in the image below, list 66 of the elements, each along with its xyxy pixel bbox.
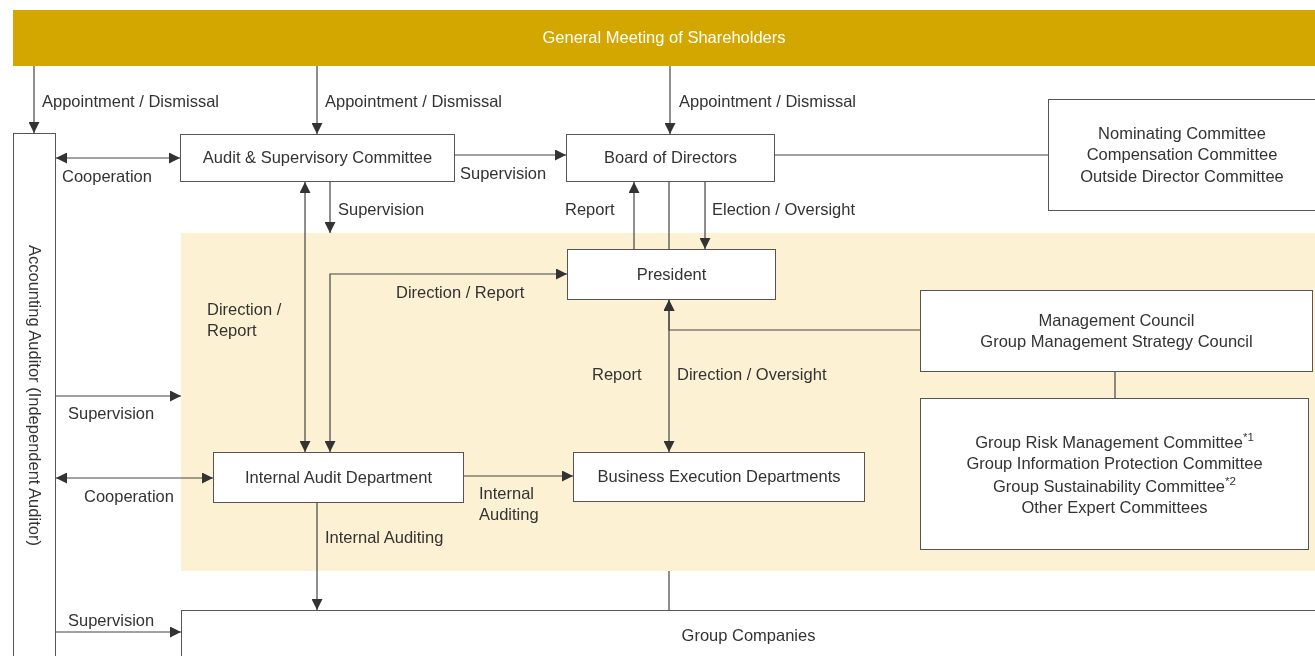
arrow [311, 65, 323, 135]
edge-label: Direction / Report [396, 282, 525, 303]
arrow [628, 181, 640, 250]
arrow [463, 470, 574, 482]
arrow [699, 181, 711, 250]
edge-label: Supervision [460, 163, 547, 184]
process-box [180, 134, 455, 182]
arrow [55, 390, 182, 402]
edge-label: Report [565, 199, 615, 220]
node-text: Internal Audit Department [244, 466, 433, 488]
edge-label: Supervision [68, 403, 155, 424]
edge-label: Direction / Oversight [677, 364, 827, 385]
process-box [920, 398, 1309, 550]
node-text: General Meeting of Shareholders [542, 27, 786, 49]
edge-label: Appointment / Dismissal [325, 91, 502, 112]
edge-label: Appointment / Dismissal [42, 91, 219, 112]
node-text: Group Sustainability Committee$^{*2}$ [993, 474, 1236, 497]
node-text: Group Risk Management Committee$^{*1}$ [975, 429, 1254, 453]
edge-label: Appointment / Dismissal [679, 91, 856, 112]
arrow [311, 502, 323, 611]
arrow [324, 181, 336, 234]
arrow [324, 268, 568, 453]
node-text: Group Information Protection Committee [966, 452, 1263, 474]
node-text: Business Execution Departments [597, 466, 841, 488]
arrow [55, 472, 214, 484]
arrow [28, 65, 40, 134]
process-box [213, 452, 464, 503]
arrow [55, 626, 182, 638]
process-box [13, 133, 56, 656]
node-text: Accounting Auditor (Independent Auditor) [25, 244, 46, 546]
node-text: Outside Director Committee [1080, 165, 1284, 187]
connector-line [668, 570, 670, 611]
edge-label: Direction / Report [207, 299, 283, 342]
process-box [920, 290, 1313, 372]
process-box [573, 452, 865, 502]
edge-label: Supervision [338, 199, 425, 220]
execution-area [181, 233, 1315, 571]
node-text: Other Expert Committees [1021, 496, 1208, 518]
edge-label: Internal Auditing [325, 527, 444, 548]
flow-label: Report [592, 364, 642, 385]
edge-label: Election / Oversight [712, 199, 856, 220]
process-box [181, 610, 1315, 656]
node-text: Group Management Strategy Council [980, 331, 1253, 352]
node-text: Audit & Supervisory Committee [202, 147, 433, 169]
arrow [663, 299, 921, 331]
process-box [1048, 99, 1315, 211]
node-text: Management Council [1038, 309, 1195, 331]
edge-label: Cooperation [62, 166, 152, 187]
connector-line [668, 181, 670, 250]
arrow [454, 149, 567, 161]
node-text: Group Companies [681, 625, 816, 646]
edge-label: Internal Auditing [479, 483, 540, 526]
process-box [566, 134, 775, 182]
arrow [664, 65, 676, 135]
node-text: Compensation Committee [1086, 144, 1278, 166]
process-box [567, 249, 776, 300]
edge-label: Supervision [68, 610, 155, 631]
node-text: Board of Directors [604, 147, 737, 169]
arrow [55, 152, 181, 164]
edge-label: Cooperation [84, 486, 174, 507]
node-text: Nominating Committee [1098, 122, 1266, 144]
connector-line [1114, 371, 1116, 399]
connector-line [774, 154, 1049, 156]
header-band [13, 10, 1315, 66]
arrow [299, 181, 311, 453]
node-text: President [636, 263, 707, 285]
